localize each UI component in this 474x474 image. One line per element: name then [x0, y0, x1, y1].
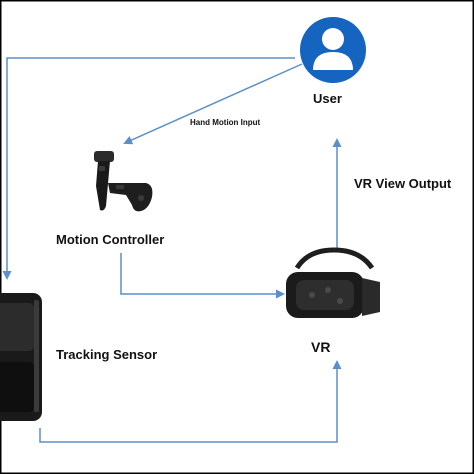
arrow-controller-to-vr [120, 253, 285, 299]
arrow-tracking-to-vr [39, 360, 342, 443]
arrow-user-to-tracking-sensor [2, 57, 295, 280]
motion-controller-icon [94, 151, 153, 212]
arrow-hand-motion-input [123, 63, 303, 145]
tracking-sensor-label: Tracking Sensor [56, 347, 158, 362]
motion-controller-label: Motion Controller [56, 232, 165, 247]
vr-view-output-label: VR View Output [354, 176, 452, 191]
vr-headset-icon [286, 247, 380, 318]
hand-motion-input-label: Hand Motion Input [190, 118, 261, 127]
tracking-sensor-icon [0, 293, 42, 421]
vr-label: VR [311, 339, 331, 355]
user-label: User [313, 91, 342, 106]
user-avatar-icon [300, 17, 366, 83]
